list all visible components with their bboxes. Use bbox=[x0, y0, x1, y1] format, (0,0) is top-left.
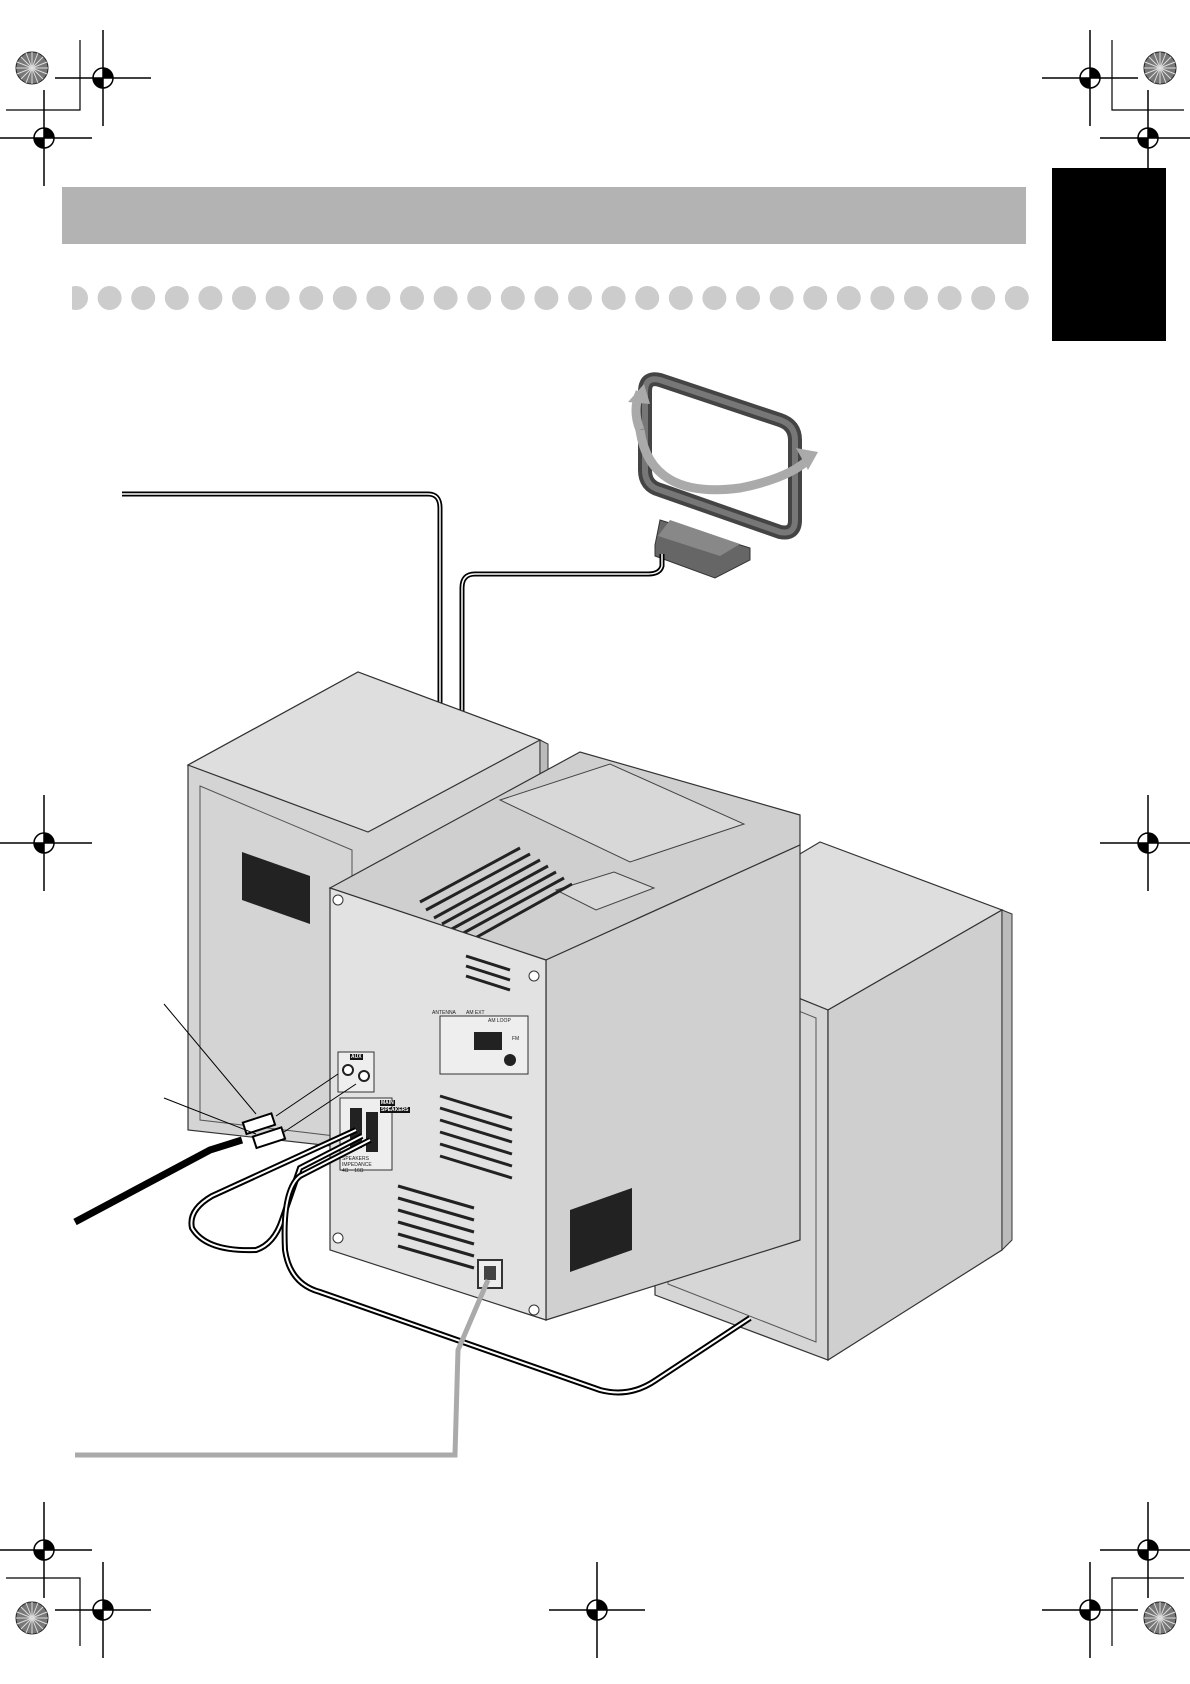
dot bbox=[568, 286, 592, 310]
main-speakers-label-1: MAIN bbox=[380, 1100, 395, 1106]
main-unit bbox=[328, 751, 801, 1321]
dot bbox=[870, 286, 895, 310]
am-loop-antenna bbox=[638, 372, 802, 579]
dot bbox=[198, 286, 223, 310]
am-ext-label: AM EXT bbox=[466, 1010, 485, 1016]
dot bbox=[433, 286, 458, 310]
dot bbox=[769, 286, 794, 310]
dot bbox=[299, 286, 324, 310]
dot bbox=[500, 286, 525, 310]
dot bbox=[534, 286, 559, 310]
rotate-arrow-icon bbox=[628, 384, 818, 495]
dot bbox=[1004, 286, 1029, 310]
impedance-line-1: SPEAKERS bbox=[342, 1156, 369, 1162]
main-speakers-label-2: SPEAKERS bbox=[380, 1107, 410, 1113]
aux-label: AUX bbox=[350, 1054, 363, 1060]
fm-label: FM bbox=[512, 1036, 520, 1042]
aux-plugs bbox=[241, 1073, 357, 1150]
dot bbox=[836, 286, 861, 310]
language-tab bbox=[1052, 168, 1166, 341]
dot-leader bbox=[72, 286, 1029, 310]
dot bbox=[668, 286, 693, 310]
impedance-line-3: 4Ω ~ 16Ω bbox=[342, 1168, 364, 1174]
dot bbox=[97, 286, 122, 310]
dot bbox=[366, 286, 391, 310]
impedance-line-2: IMPEDANCE bbox=[342, 1162, 372, 1168]
am-loop-label: AM LOOP bbox=[488, 1018, 511, 1024]
dot bbox=[72, 286, 88, 310]
dot bbox=[332, 286, 357, 310]
dot bbox=[635, 286, 660, 310]
dot bbox=[601, 286, 626, 310]
dot bbox=[131, 286, 156, 310]
dot bbox=[971, 286, 996, 310]
dot bbox=[803, 286, 828, 310]
dot bbox=[232, 286, 256, 310]
dot bbox=[736, 286, 760, 310]
dot bbox=[904, 286, 928, 310]
dot bbox=[467, 286, 492, 310]
section-header-bar bbox=[62, 187, 1026, 244]
dot bbox=[937, 286, 962, 310]
dot bbox=[702, 286, 727, 310]
dot bbox=[164, 286, 189, 310]
dot bbox=[265, 286, 290, 310]
dot bbox=[400, 286, 424, 310]
antenna-label: ANTENNA bbox=[432, 1010, 456, 1016]
